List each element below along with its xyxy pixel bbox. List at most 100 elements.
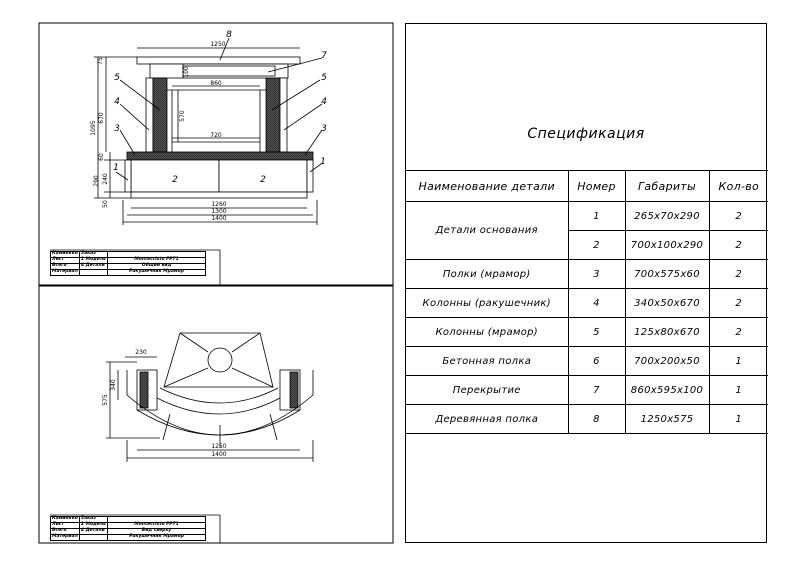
base-label-right: 2 — [260, 175, 266, 185]
table-row: Деревянная полка 8 1250х575 1 — [406, 404, 768, 434]
callout-1-left: 1 — [113, 163, 119, 173]
dim-base-240: 240 — [102, 173, 109, 185]
callout-8: 8 — [226, 30, 232, 40]
cell-name: Колонны (мрамор) — [406, 317, 569, 347]
tb-material: Ракушечник Мрамор — [107, 534, 206, 541]
tb-cell: 4 Детали — [78, 528, 109, 535]
dim-total-height: 1095 — [90, 120, 97, 135]
callout-7: 7 — [321, 51, 327, 61]
column-left-outer — [145, 77, 154, 153]
callout-3-left: 3 — [114, 124, 120, 134]
wooden-shelf — [136, 56, 301, 65]
dim-width-1400: 1400 — [211, 451, 226, 458]
column-left-marble — [152, 77, 168, 153]
cell-dims: 340х50х670 — [624, 288, 710, 318]
front-view-frame — [38, 22, 394, 286]
base-block-right — [218, 159, 308, 193]
cell-name: Детали основания — [406, 201, 569, 260]
dim-width-1250: 1250 — [211, 443, 226, 450]
cell-number: 4 — [567, 288, 626, 318]
cell-name: Перекрытие — [406, 375, 569, 405]
callout-4-right: 4 — [321, 97, 327, 107]
tb-material: Ракушечник Мрамор — [107, 269, 206, 276]
cell-dims: 1250х575 — [624, 404, 710, 434]
header-number: Номер — [567, 170, 626, 202]
dim-base-50: 50 — [102, 200, 109, 208]
cell-dims: 125х80х670 — [624, 317, 710, 347]
header-dims: Габариты — [624, 170, 710, 202]
dim-shelf: 60 — [98, 153, 105, 161]
tb-cell: Материал — [50, 534, 80, 541]
cell-number: 6 — [567, 346, 626, 376]
dim-base-1400: 1400 — [211, 215, 226, 222]
column-right-outer — [279, 77, 288, 153]
header-name: Наименование детали — [406, 170, 569, 202]
dim-firebox-width: 720 — [210, 132, 222, 139]
cell-number: 5 — [567, 317, 626, 347]
table-row: Детали основания 1 265х70х290 2 — [406, 201, 768, 260]
cell-qty: 1 — [708, 404, 768, 434]
cell-name: Бетонная полка — [406, 346, 569, 376]
front-view-dimensions: 1 2 50 860 720 1260 1300 1400 1095 670 570… — [90, 41, 227, 222]
column-right-marble — [265, 77, 281, 153]
tb-cell — [107, 516, 206, 523]
cell-name: Деревянная полка — [406, 404, 569, 434]
cell-qty: 1 — [708, 375, 768, 405]
base-arc-mid — [136, 409, 301, 436]
cell-number: 7 — [567, 375, 626, 405]
dim-base-1300: 1300 — [211, 208, 226, 215]
tb-cell: 4 Детали — [78, 263, 109, 270]
table-row: Перекрытие 7 860х595х100 1 — [406, 375, 768, 405]
table-row: Колонны (ракушечник) 4 340х50х670 2 — [406, 288, 768, 318]
dim-base-290: 290 — [93, 175, 100, 187]
dim-column-depth: 230 — [135, 349, 147, 356]
callout-4-left: 4 — [114, 97, 120, 107]
table-row: Колонны (мрамор) 5 125х80х670 2 — [406, 317, 768, 347]
dim-inner-opening: 860 — [210, 80, 222, 87]
cell-number: 3 — [567, 259, 626, 289]
cell-qty: 2 — [708, 230, 768, 260]
chimney-circle — [207, 347, 233, 373]
table-row: Бетонная полка 6 700х200х50 1 — [406, 346, 768, 376]
dim-top-thickness: 75 — [97, 57, 104, 65]
callout-3-right: 3 — [321, 124, 327, 134]
tb-cell: Материал — [50, 269, 80, 276]
table-row: 2 700х100х290 2 — [406, 230, 768, 260]
cell-dims: 700х100х290 — [624, 230, 710, 260]
cell-qty: 2 — [708, 288, 768, 318]
cell-dims: 700х200х50 — [624, 346, 710, 376]
cell-name: Колонны (ракушечник) — [406, 288, 569, 318]
front-view — [94, 37, 323, 225]
base-arc-inner — [156, 397, 281, 415]
callout-5-left: 5 — [114, 73, 120, 83]
dim-opening-height: 570 — [179, 110, 186, 122]
marble-shelf — [126, 151, 314, 161]
specification-title: Спецификация — [527, 126, 645, 142]
cell-dims: 265х70х290 — [624, 201, 710, 231]
header-qty: Кол-во — [708, 170, 768, 202]
cell-dims: 860х595х100 — [624, 375, 710, 405]
cell-number: 2 — [568, 230, 626, 260]
tb-cell — [107, 251, 206, 258]
front-view-callouts: 8 7 5 5 4 4 3 3 1 1 2 2 — [113, 30, 327, 185]
title-block-top: Каминкко Заказ Лист 2 Модель Montecristo… — [50, 516, 206, 541]
base-block-left — [130, 159, 220, 193]
dim-base-1260: 1260 — [211, 201, 226, 208]
cell-qty: 1 — [708, 346, 768, 376]
title-block-front: Каминкко Заказ Лист 1 Модель Montecristo… — [50, 251, 206, 276]
cell-qty: 2 — [708, 259, 768, 289]
table-row: Полки (мрамор) 3 700х575х60 2 — [406, 259, 768, 289]
dim-height-575: 575 — [102, 394, 109, 406]
dim-column-height: 670 — [98, 112, 105, 124]
top-view — [106, 332, 314, 462]
callout-1-right: 1 — [320, 157, 326, 167]
title-block-lines — [50, 249, 221, 543]
specification-panel: Спецификация Наименование детали Номер Г… — [405, 23, 768, 543]
base-label-left: 2 — [172, 175, 178, 185]
dim-height-340: 340 — [110, 379, 117, 391]
top-view-dimensions: 230 575 340 1250 1400 — [102, 349, 227, 458]
cell-dims: 700х575х60 — [624, 259, 710, 289]
cell-name: Полки (мрамор) — [406, 259, 569, 289]
specification-table: Наименование детали Номер Габариты Кол-в… — [406, 170, 768, 434]
